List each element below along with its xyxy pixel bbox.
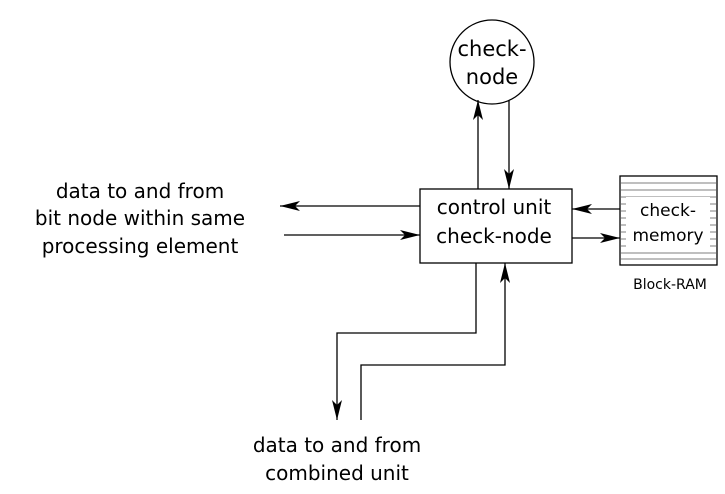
- control-unit-label-line2: check-node: [436, 224, 552, 248]
- combined-unit-label-line1: data to and from: [253, 433, 421, 457]
- check-memory-label-line2: memory: [632, 226, 703, 246]
- control-unit-rect: [419, 188, 573, 264]
- check-node-label-line1: check-: [457, 37, 526, 61]
- combined-unit-label-line2: combined unit: [265, 461, 409, 485]
- check-node-label-line2: node: [466, 65, 518, 89]
- control-unit-box: control unit check-node: [419, 188, 573, 264]
- check-node-circle: check- node: [449, 19, 535, 105]
- arrow-to-combined-unit: [332, 263, 477, 420]
- bit-node-label: data to and from bit node within same pr…: [35, 179, 245, 258]
- combined-unit-label: data to and from combined unit: [253, 433, 421, 485]
- arrow-from-combined-unit: [360, 263, 510, 420]
- check-memory-block: check- memory Block-RAM: [619, 175, 718, 293]
- bit-node-label-line3: processing element: [42, 234, 239, 258]
- check-node-circle-shape: [449, 19, 535, 105]
- block-ram-caption: Block-RAM: [633, 277, 707, 293]
- bit-node-label-line2: bit node within same: [35, 206, 245, 230]
- check-memory-label-line1: check-: [640, 201, 696, 221]
- check-memory-label-bg: [626, 197, 710, 249]
- control-unit-label-line1: control unit: [437, 195, 552, 219]
- bit-node-label-line1: data to and from: [56, 179, 224, 203]
